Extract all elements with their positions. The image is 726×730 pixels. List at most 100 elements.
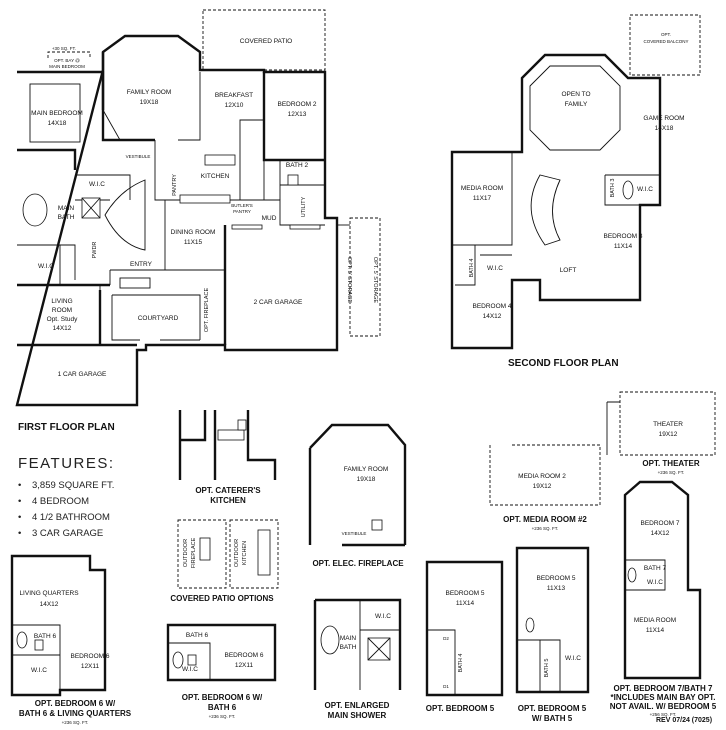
open-to-label: OPEN TO xyxy=(561,91,590,98)
shower-bath-label: BATH xyxy=(340,644,357,651)
garage2-label: 2 CAR GARAGE xyxy=(254,299,303,306)
main-bath-label: MAIN xyxy=(58,205,75,212)
kitchen-label: KITCHEN xyxy=(201,173,230,180)
media2-sqft: +236 SQ. FT. xyxy=(532,526,559,531)
first-floor-plan: COVERED PATIO +30 SQ. FT. OPT. BAY @ MAI… xyxy=(15,9,381,407)
b5-size: 11X14 xyxy=(456,600,475,607)
b7-media-label: MEDIA ROOM xyxy=(634,617,676,624)
b7-bed-label: BEDROOM 7 xyxy=(640,520,679,527)
bay-sqft-label: +30 SQ. FT. xyxy=(52,46,76,51)
balcony-opt-label: OPT. xyxy=(661,32,671,37)
bedroom4-label: BEDROOM 4 xyxy=(472,303,511,310)
living-size: 14X12 xyxy=(53,325,72,332)
b5b-wic-label: W.I.C xyxy=(565,655,581,662)
main-bedroom-label: MAIN BEDROOM xyxy=(31,110,83,117)
living-opt-label: Opt. Study xyxy=(47,316,78,323)
b6l-bed-size: 12X11 xyxy=(81,663,100,670)
bay-main-label: MAIN BEDROOM xyxy=(49,64,85,69)
features-title: FEATURES: xyxy=(18,455,115,472)
b5b-caption-1: OPT. BEDROOM 5 xyxy=(518,704,587,713)
main-wic-label: W.I.C xyxy=(89,181,105,188)
bedroom2-size: 12X13 xyxy=(288,111,307,118)
garage1-label: 1 CAR GARAGE xyxy=(58,371,107,378)
elec-family-size: 19X18 xyxy=(357,476,376,483)
opt-bedroom7: BEDROOM 7 14X12 BATH 7 W.I.C MEDIA ROOM … xyxy=(610,480,717,717)
second-floor-title: SECOND FLOOR PLAN xyxy=(508,358,619,369)
entry-label: ENTRY xyxy=(130,261,153,268)
main-wic2-label: W.I.C xyxy=(38,263,54,270)
media2-label: MEDIA ROOM 2 xyxy=(518,473,566,480)
b7-bath-label: BATH 7 xyxy=(644,565,667,572)
first-floor-title: FIRST FLOOR PLAN xyxy=(18,422,115,433)
b7-caption-1: OPT. BEDROOM 7/BATH 7 xyxy=(614,684,714,693)
media-room-size: 11X17 xyxy=(473,195,492,202)
theater-sqft: +236 SQ. FT. xyxy=(658,470,685,475)
second-floor-plan: OPT. COVERED BALCONY OPEN TO FAMILY GAME… xyxy=(450,14,701,350)
theater-size: 19X12 xyxy=(659,431,678,438)
b5-label: BEDROOM 5 xyxy=(445,590,484,597)
family-room-label: FAMILY ROOM xyxy=(127,89,172,96)
feature-item: •3,859 SQUARE FT. xyxy=(18,480,115,491)
bath2-label: BATH 2 xyxy=(286,162,309,169)
breakfast-size: 12X10 xyxy=(225,102,244,109)
b6l-caption-2: BATH 6 & LIVING QUARTERS xyxy=(19,709,132,718)
open-to-family-label: FAMILY xyxy=(565,101,588,108)
feature-text: 3 CAR GARAGE xyxy=(32,528,104,539)
living-label-2: ROOM xyxy=(52,307,72,314)
revision-label: REV 07/24 (7025) xyxy=(656,717,713,724)
dining-label: DINING ROOM xyxy=(171,229,216,236)
b6-bed-size: 12X11 xyxy=(235,662,254,669)
living-label: LIVING xyxy=(51,298,72,305)
caterers-caption-2: KITCHEN xyxy=(210,496,246,505)
covered-patio-caption: COVERED PATIO OPTIONS xyxy=(170,594,274,603)
bedroom4-size: 14X12 xyxy=(483,313,502,320)
b5-caption: OPT. BEDROOM 5 xyxy=(426,704,495,713)
opt-caterers-kitchen: OPT. CATERER'S KITCHEN xyxy=(178,410,277,505)
lq-size: 14X12 xyxy=(40,601,59,608)
b5-bath4-label: BATH 4 xyxy=(458,654,464,673)
b6l-bath-label: BATH 6 xyxy=(34,633,57,640)
b7-caption-3: NOT AVAIL. W/ BEDROOM 5 xyxy=(610,702,717,711)
opt-storage-label: OPT. 5' STORAGE xyxy=(346,257,352,304)
features-panel: FEATURES: •3,859 SQUARE FT. •4 BEDROOM •… xyxy=(18,455,188,542)
dining-size: 11X15 xyxy=(184,239,203,246)
elec-family-label: FAMILY ROOM xyxy=(344,466,389,473)
b5b-label: BEDROOM 5 xyxy=(536,575,575,582)
bedroom2-label: BEDROOM 2 xyxy=(277,101,316,108)
shower-main-label: MAIN xyxy=(340,635,357,642)
powder-label: PWDR xyxy=(92,242,98,259)
opt-fireplace-label: OPT. FIREPLACE xyxy=(204,288,210,333)
lq-label: LIVING QUARTERS xyxy=(19,590,79,597)
opt-elec-fireplace: FAMILY ROOM 19X18 VESTIBULE OPT. ELEC. F… xyxy=(308,423,407,568)
b6-bath-label: BATH 6 xyxy=(186,632,209,639)
vestibule-label: VESTIBULE xyxy=(126,154,151,159)
b5b-size: 11X13 xyxy=(547,585,566,592)
patio-outdoor-label: OUTDOOR xyxy=(183,539,189,567)
b7-caption-2: *INCLUDES MAIN BAY OPT. xyxy=(611,693,716,702)
shower-wic-label: W.I.C xyxy=(375,613,391,620)
butlers-label: BUTLER'S xyxy=(231,203,253,208)
b7-sqft: +256 SQ. FT. xyxy=(650,712,677,717)
b7-wic-label: W.I.C xyxy=(647,579,663,586)
theater-label: THEATER xyxy=(653,421,683,428)
b6-caption-2: BATH 6 xyxy=(208,703,237,712)
patio-fireplace-label: FIREPLACE xyxy=(191,537,197,568)
bath3-label: BATH 3 xyxy=(610,179,616,198)
feature-item: •4 1/2 BATHROOM xyxy=(18,512,110,523)
b6l-bed-label: BEDROOM 6 xyxy=(70,653,109,660)
features-list: •3,859 SQUARE FT. •4 BEDROOM •4 1/2 BATH… xyxy=(18,478,188,542)
opt-media-room-2: MEDIA ROOM 2 19X12 OPT. MEDIA ROOM #2 +2… xyxy=(489,444,601,531)
media2-size: 19X12 xyxy=(533,483,552,490)
breakfast-label: BREAKFAST xyxy=(215,92,253,99)
bath4-label: BATH 4 xyxy=(469,259,475,278)
b5b-caption-2: W/ BATH 5 xyxy=(532,714,573,723)
bedroom3-label: BEDROOM 3 xyxy=(603,233,642,240)
opt-bedroom6: BATH 6 W.I.C BEDROOM 6 12X11 OPT. BEDROO… xyxy=(166,623,277,719)
shower-caption-1: OPT. ENLARGED xyxy=(325,701,390,710)
caterers-caption-1: OPT. CATERER'S xyxy=(195,486,261,495)
feature-text: 4 BEDROOM xyxy=(32,496,90,507)
butlers-label-2: PANTRY xyxy=(233,209,251,214)
b5b-bath-label: BATH 5 xyxy=(544,659,550,678)
feature-text: 4 1/2 BATHROOM xyxy=(32,512,110,523)
